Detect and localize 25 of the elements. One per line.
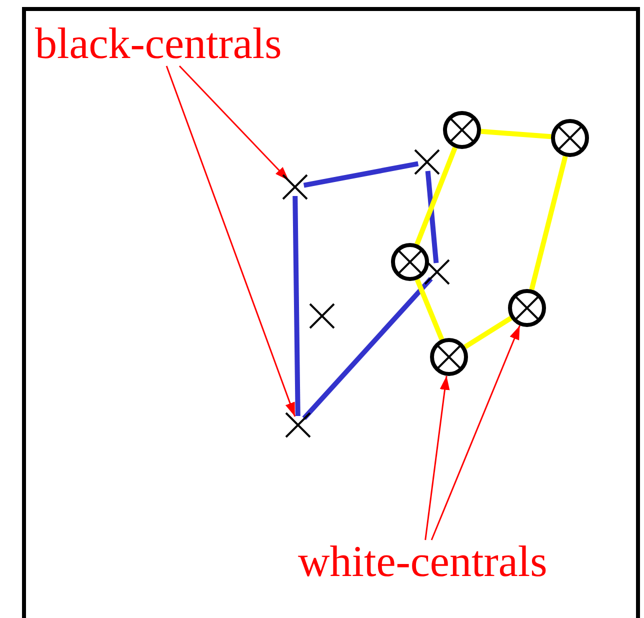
cross-marker bbox=[282, 174, 308, 200]
cross-marker bbox=[424, 259, 450, 285]
annotation-label: white-centrals bbox=[298, 540, 548, 584]
connector-line bbox=[529, 156, 568, 290]
leader-arrow bbox=[430, 325, 520, 540]
annotation-label: black-centrals bbox=[35, 22, 282, 66]
circled-cross-marker bbox=[551, 119, 589, 157]
cross-marker bbox=[414, 149, 440, 175]
leader-arrow bbox=[424, 376, 450, 540]
circled-cross-marker bbox=[430, 338, 468, 376]
connector-line bbox=[425, 170, 439, 264]
cross-marker bbox=[285, 412, 311, 438]
connector-line bbox=[302, 276, 433, 420]
connector-line bbox=[464, 316, 512, 349]
connector-line bbox=[480, 128, 552, 140]
connector-line bbox=[292, 196, 300, 416]
leader-arrow bbox=[166, 66, 296, 417]
circled-cross-marker bbox=[391, 243, 429, 281]
leader-arrow bbox=[178, 65, 290, 181]
circled-cross-marker bbox=[443, 111, 481, 149]
connector-line bbox=[414, 146, 458, 246]
connector-line bbox=[303, 161, 419, 188]
cross-marker bbox=[309, 303, 335, 329]
circled-cross-marker bbox=[508, 289, 546, 327]
connector-line bbox=[414, 278, 444, 340]
